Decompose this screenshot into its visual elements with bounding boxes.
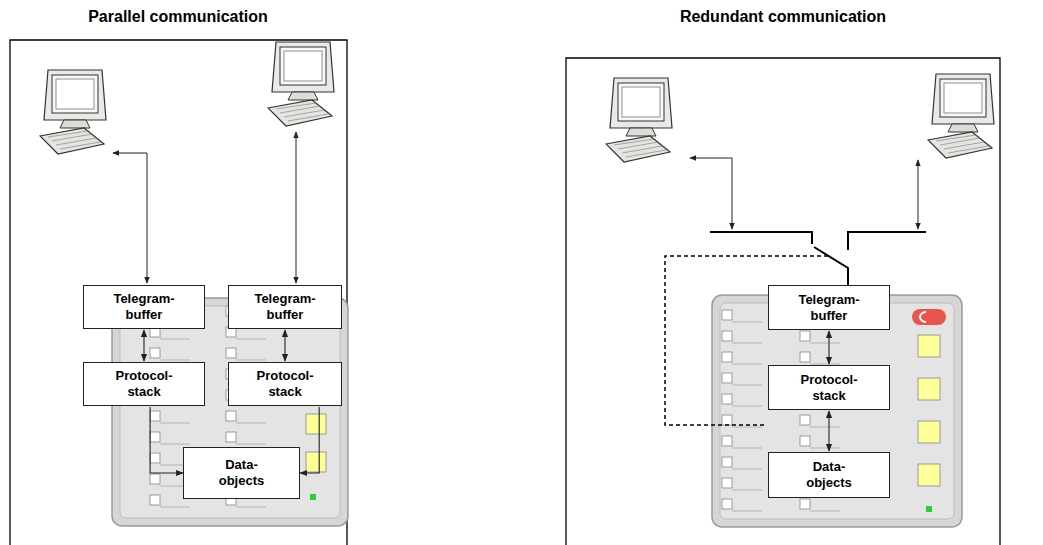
status-led — [926, 506, 932, 512]
key-button — [722, 394, 732, 404]
panel-frame — [566, 58, 1000, 545]
key-button — [150, 432, 160, 442]
process-box: Protocol- stack — [228, 362, 342, 406]
key-button — [722, 478, 732, 488]
data-flow-arrow — [150, 407, 183, 473]
device-front — [720, 303, 954, 519]
key-button — [722, 457, 732, 467]
data-flow-arrow — [284, 330, 285, 361]
key-tab — [732, 468, 762, 470]
data-flow-arrow — [828, 411, 829, 451]
key-button — [722, 331, 732, 341]
key-button — [800, 436, 810, 446]
key-tab — [732, 447, 762, 449]
key-button — [722, 436, 732, 446]
network-bus — [710, 232, 812, 244]
data-flow-arrow — [300, 407, 319, 473]
indicator — [306, 414, 326, 434]
key-tab — [732, 489, 762, 491]
network-link — [113, 153, 147, 283]
key-tab — [732, 510, 762, 512]
logo — [912, 309, 946, 325]
panel-frame — [10, 40, 347, 545]
key-button — [226, 432, 236, 442]
indicator — [306, 452, 326, 472]
key-tab — [236, 506, 266, 508]
key-tab — [732, 384, 762, 386]
network-link — [296, 132, 297, 283]
data-flow-arrow — [143, 330, 144, 361]
key-tab — [160, 443, 190, 445]
process-box: Data- objects — [768, 452, 890, 498]
indicator — [918, 335, 940, 357]
box-label: Protocol- stack — [115, 368, 172, 400]
box-label: Protocol- stack — [800, 372, 857, 404]
switch-blade — [814, 247, 848, 285]
process-box: Protocol- stack — [768, 365, 890, 410]
key-button — [800, 499, 810, 509]
process-box: Data- objects — [183, 447, 300, 499]
process-box: Telegram- buffer — [83, 285, 205, 329]
key-button — [150, 411, 160, 421]
key-button — [150, 348, 160, 358]
panel-heading: Parallel communication — [88, 8, 268, 26]
key-button — [722, 373, 732, 383]
key-tab — [236, 422, 266, 424]
key-tab — [810, 342, 840, 344]
data-flow-arrow — [828, 331, 829, 364]
key-tab — [160, 359, 190, 361]
key-button — [722, 310, 732, 320]
indicator — [918, 421, 940, 443]
box-label: Telegram- buffer — [798, 292, 859, 324]
network-bus — [848, 232, 926, 250]
key-button — [722, 415, 732, 425]
status-led — [310, 494, 316, 500]
key-tab — [810, 510, 840, 512]
key-button — [722, 352, 732, 362]
key-tab — [236, 359, 266, 361]
panel-heading: Redundant communication — [680, 8, 886, 26]
network-link — [918, 160, 919, 229]
box-label: Telegram- buffer — [113, 291, 174, 323]
box-label: Telegram- buffer — [254, 291, 315, 323]
device-front — [120, 306, 340, 518]
key-button — [150, 495, 160, 505]
indicator — [918, 378, 940, 400]
process-box: Telegram- buffer — [768, 285, 890, 330]
indicator — [918, 464, 940, 486]
logo — [920, 312, 926, 322]
key-tab — [810, 447, 840, 449]
key-button — [226, 411, 236, 421]
computer-icon — [928, 74, 994, 158]
key-button — [226, 348, 236, 358]
key-tab — [160, 338, 190, 340]
key-button — [800, 352, 810, 362]
key-button — [722, 499, 732, 509]
computer-icon — [40, 70, 106, 154]
key-button — [800, 331, 810, 341]
key-tab — [732, 405, 762, 407]
box-label: Data- objects — [806, 459, 852, 491]
key-tab — [160, 422, 190, 424]
box-label: Protocol- stack — [256, 368, 313, 400]
computer-icon — [606, 78, 672, 162]
key-tab — [236, 443, 266, 445]
key-tab — [732, 342, 762, 344]
box-label: Data- objects — [219, 457, 265, 489]
process-box: Protocol- stack — [83, 362, 205, 406]
key-tab — [732, 321, 762, 323]
computer-icon — [268, 42, 334, 126]
key-tab — [732, 426, 762, 428]
network-link — [690, 158, 732, 229]
key-button — [150, 474, 160, 484]
key-tab — [810, 426, 840, 428]
key-button — [150, 453, 160, 463]
key-tab — [236, 338, 266, 340]
process-box: Telegram- buffer — [228, 285, 342, 329]
key-tab — [160, 506, 190, 508]
device-housing — [112, 298, 348, 526]
key-button — [800, 415, 810, 425]
key-tab — [732, 363, 762, 365]
